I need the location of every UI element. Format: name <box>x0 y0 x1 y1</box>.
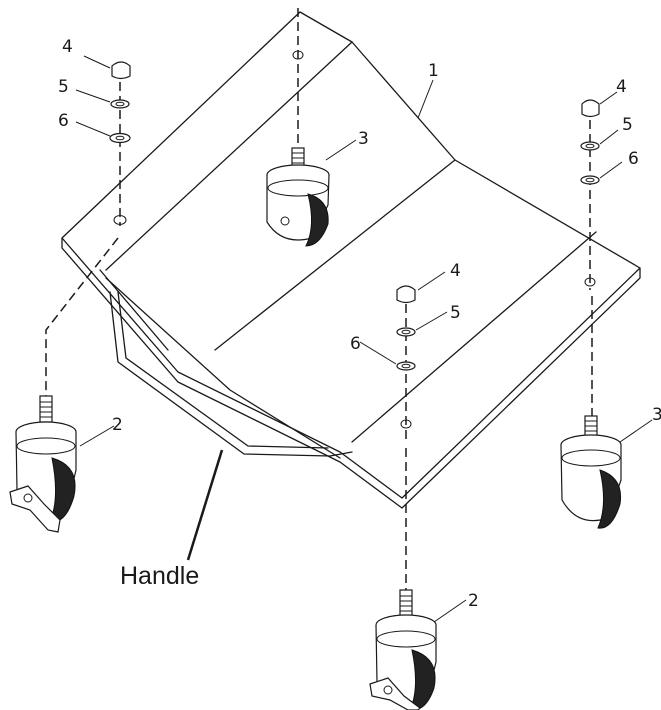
caster-plain-top <box>266 147 330 247</box>
label-part-5-center: 5 <box>450 303 461 323</box>
fastener-group-right <box>580 99 600 185</box>
label-part-3-right: 3 <box>652 405 661 425</box>
label-part-4-center: 4 <box>450 261 461 281</box>
label-part-3-top: 3 <box>358 129 369 149</box>
label-part-4-right: 4 <box>616 77 627 97</box>
caster-locking-left <box>9 395 77 533</box>
handle-wire <box>109 291 353 457</box>
leader-lines <box>75 55 653 623</box>
assembly-axes <box>45 8 593 590</box>
tray-panel <box>61 11 641 509</box>
label-handle: Handle <box>120 562 199 590</box>
label-part-5-right: 5 <box>622 115 633 135</box>
label-part-2-left: 2 <box>112 415 123 435</box>
label-part-1: 1 <box>428 61 439 81</box>
label-part-5-left: 5 <box>58 77 69 97</box>
label-part-6-left: 6 <box>58 111 69 131</box>
label-part-4-left: 4 <box>62 37 73 57</box>
label-part-2-bottom: 2 <box>468 591 479 611</box>
caster-plain-right <box>560 415 622 529</box>
mounting-holes <box>113 50 596 429</box>
fastener-group-center <box>396 285 416 371</box>
label-part-6-right: 6 <box>628 149 639 169</box>
caster-locking-bottom <box>369 589 437 710</box>
callout-labels: 1 4 5 6 4 5 6 4 5 6 3 3 2 2 Handle <box>58 37 661 611</box>
label-part-6-center: 6 <box>350 334 361 354</box>
fastener-group-left <box>109 61 131 144</box>
